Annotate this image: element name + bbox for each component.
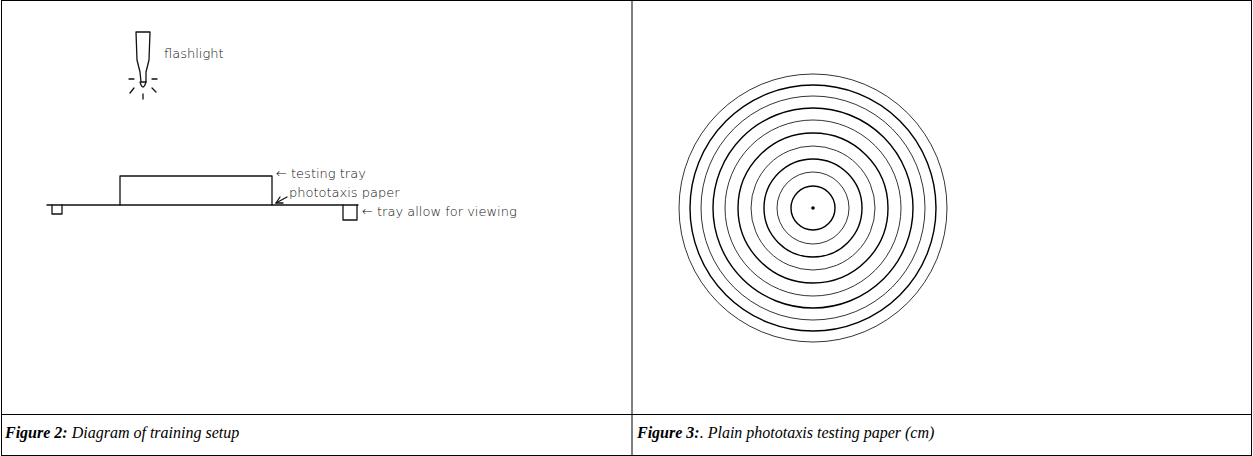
caption-text: . Plain phototaxis testing paper (cm) xyxy=(700,424,935,441)
leader-line xyxy=(276,197,287,203)
sketch-label: ← tray allow for viewing xyxy=(362,204,517,219)
light-ray xyxy=(152,88,156,92)
ring xyxy=(738,133,888,283)
ring xyxy=(791,186,835,230)
sketch-label: ← testing tray xyxy=(276,166,366,181)
ring xyxy=(777,172,849,244)
figure-caption: Figure 2: Diagram of training setup xyxy=(5,424,239,442)
light-ray xyxy=(152,78,157,79)
center-dot xyxy=(811,206,815,210)
column-divider xyxy=(632,0,633,456)
ring xyxy=(679,74,947,342)
row-divider xyxy=(1,414,1252,415)
caption-text: Diagram of training setup xyxy=(68,424,240,441)
figure-caption: Figure 3:. Plain phototaxis testing pape… xyxy=(637,424,934,442)
figure-number: Figure 2: xyxy=(5,424,68,441)
light-ray xyxy=(130,88,134,93)
ring xyxy=(751,146,875,270)
sketch-label: phototaxis paper xyxy=(289,185,400,200)
sketch-label: flashlight xyxy=(164,46,224,61)
ring xyxy=(690,85,936,331)
viewing-tray-leg xyxy=(52,205,62,214)
ring xyxy=(701,96,925,320)
ring xyxy=(764,159,862,257)
figure-number: Figure 3: xyxy=(637,424,700,441)
flashlight-bulb xyxy=(140,82,146,87)
phototaxis-paper xyxy=(47,204,358,205)
light-ray xyxy=(142,94,143,99)
leader-arrowhead xyxy=(276,197,283,203)
testing-tray xyxy=(120,176,272,205)
ring xyxy=(713,108,913,308)
light-ray xyxy=(129,78,134,79)
flashlight-body xyxy=(136,32,150,82)
viewing-tray-leg xyxy=(343,205,357,220)
ring xyxy=(725,120,901,296)
concentric-rings xyxy=(679,74,947,342)
